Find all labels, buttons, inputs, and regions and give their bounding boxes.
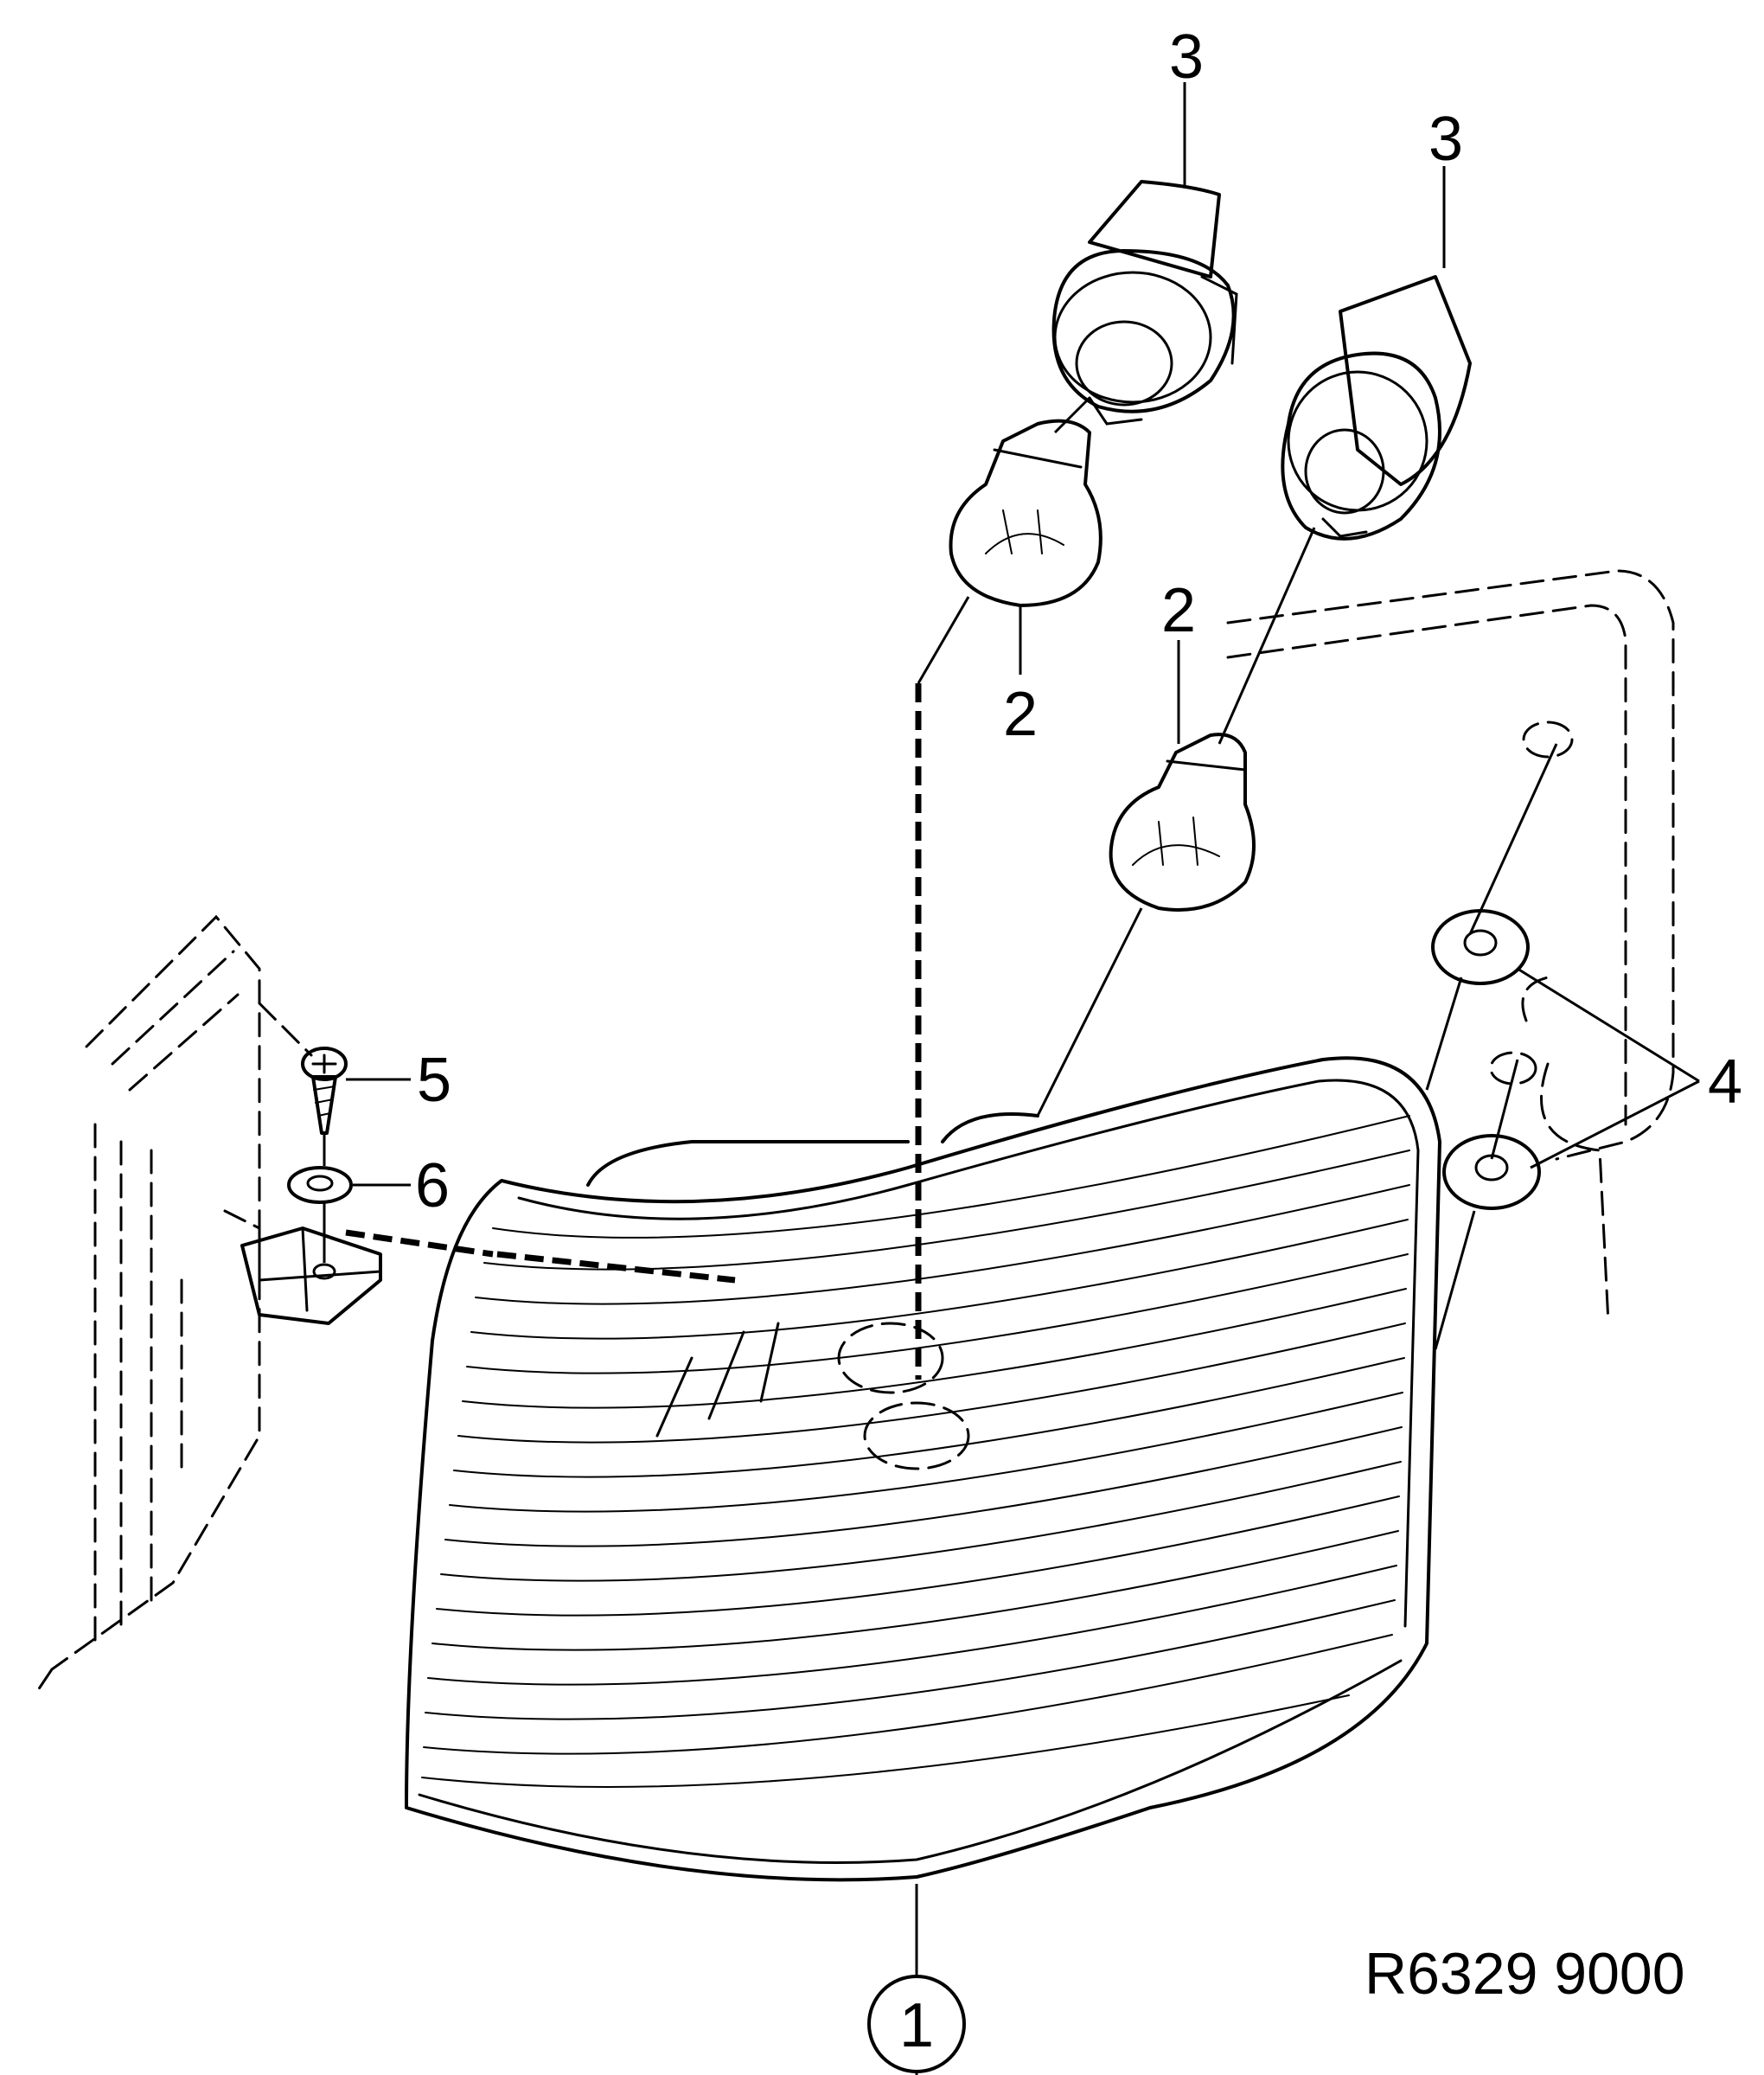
indicator-lamp-lens bbox=[405, 1056, 1441, 1882]
bulb-socket-right bbox=[1281, 275, 1472, 541]
grommet-lower bbox=[1442, 1134, 1541, 1210]
callout-2-right: 2 bbox=[1161, 576, 1196, 645]
bulb-right bbox=[1109, 733, 1256, 912]
figure-reference-code: R6329 9000 bbox=[1365, 1941, 1685, 2007]
screw bbox=[301, 1047, 348, 1135]
mounting-bracket bbox=[240, 1226, 382, 1325]
callout-2-left: 2 bbox=[1003, 680, 1038, 749]
body-panel-outline bbox=[837, 569, 1675, 1470]
lens-ribs bbox=[421, 1115, 1410, 1788]
callout-1: 1 bbox=[899, 1991, 934, 2060]
grommet-upper bbox=[1431, 909, 1530, 985]
callout-1-circle bbox=[867, 1975, 966, 2073]
callout-6: 6 bbox=[415, 1151, 450, 1220]
callout-4: 4 bbox=[1708, 1047, 1742, 1117]
callout-3-right: 3 bbox=[1428, 105, 1463, 174]
callout-3-left: 3 bbox=[1169, 22, 1204, 92]
bulb-left bbox=[949, 419, 1102, 607]
washer bbox=[287, 1166, 353, 1204]
callout-5: 5 bbox=[417, 1046, 451, 1115]
callout-labels: 3 3 2 2 4 5 6 1 bbox=[415, 22, 1742, 2073]
leader-lines bbox=[323, 82, 1700, 2075]
bulb-socket-left bbox=[1051, 180, 1238, 426]
headlamp-housing-outline bbox=[33, 914, 313, 1697]
